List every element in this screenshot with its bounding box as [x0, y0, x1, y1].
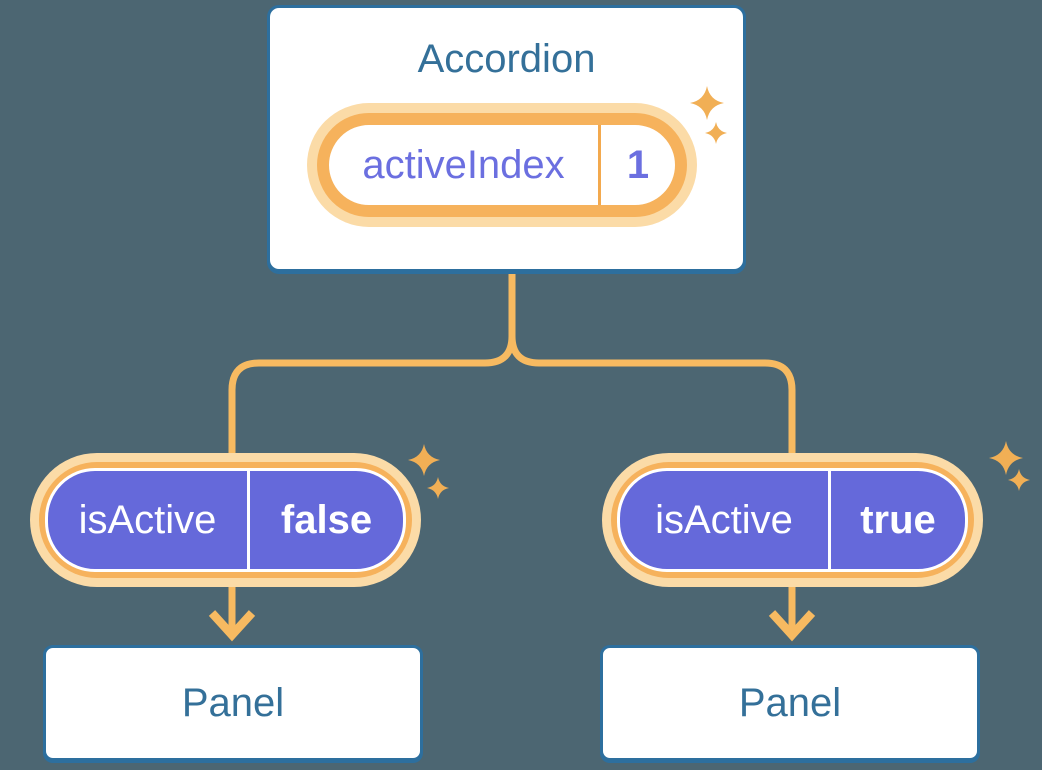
prop-pill-isactive-true: isActive true — [602, 453, 983, 587]
prop-pill-ring: isActive false — [39, 462, 412, 578]
state-pill-ring: activeIndex 1 — [317, 113, 687, 217]
accordion-title: Accordion — [417, 37, 596, 81]
fork-connector-left — [228, 272, 516, 470]
prop-pill-body: isActive true — [617, 468, 968, 572]
state-pill-value: 1 — [626, 142, 650, 187]
arrow-down-icon — [208, 610, 256, 642]
sparkle-icon — [408, 444, 440, 476]
state-pill-label: activeIndex — [362, 142, 565, 187]
fork-connector-right — [508, 272, 796, 470]
prop-pill-value: false — [280, 497, 373, 542]
sparkle-icon — [1008, 469, 1030, 491]
pill-divider — [828, 471, 831, 569]
panel-component-box-right: Panel — [600, 645, 980, 761]
sparkle-icon — [427, 477, 449, 499]
sparkle-icon — [989, 441, 1023, 475]
state-pill: activeIndex 1 — [307, 103, 697, 227]
panel-title: Panel — [738, 680, 842, 725]
accordion-component-box: Accordion activeIndex 1 — [267, 5, 746, 272]
prop-pill-ring: isActive true — [611, 462, 974, 578]
prop-pill-label: isActive — [655, 497, 793, 542]
panel-title: Panel — [181, 680, 285, 725]
prop-pill-isactive-false: isActive false — [30, 453, 421, 587]
prop-pill-value: true — [860, 497, 936, 542]
pill-divider — [598, 125, 601, 205]
prop-pill-label: isActive — [78, 497, 217, 542]
pill-divider — [247, 471, 250, 569]
arrow-down-icon — [768, 610, 816, 642]
prop-pill-body: isActive false — [45, 468, 406, 572]
panel-component-box-left: Panel — [43, 645, 423, 761]
